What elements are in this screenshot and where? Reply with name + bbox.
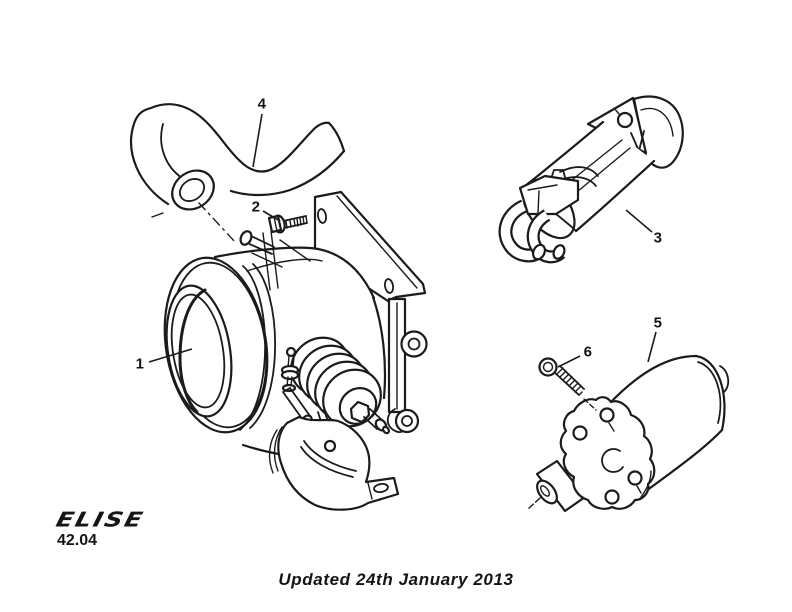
- idle-air-control-valve-drawing: [498, 95, 684, 264]
- leader-lines: [148, 113, 657, 368]
- section-code: 42.04: [57, 532, 98, 549]
- mounting-bracket-drawing: [313, 190, 427, 303]
- updated-date-text: Updated 24th January 2013: [278, 570, 514, 589]
- air-hose-drawing: [130, 103, 346, 244]
- part-label-1: 1: [135, 355, 145, 373]
- elise-logo: ELISE: [53, 507, 147, 532]
- flange-screw-drawing: [267, 214, 308, 234]
- part-label-2: 2: [251, 198, 261, 216]
- throttle-spring-drawing: [290, 336, 391, 435]
- throttle-cam-drawing: [268, 415, 400, 511]
- part-label-6: 6: [583, 343, 593, 361]
- idle-air-valve-motor-drawing: [527, 354, 730, 513]
- valve-screw-drawing: [538, 357, 597, 411]
- part-label-4: 4: [257, 95, 267, 113]
- part-label-5: 5: [653, 314, 663, 332]
- bracket-strap-drawing: [386, 297, 428, 434]
- part-label-3: 3: [653, 229, 663, 247]
